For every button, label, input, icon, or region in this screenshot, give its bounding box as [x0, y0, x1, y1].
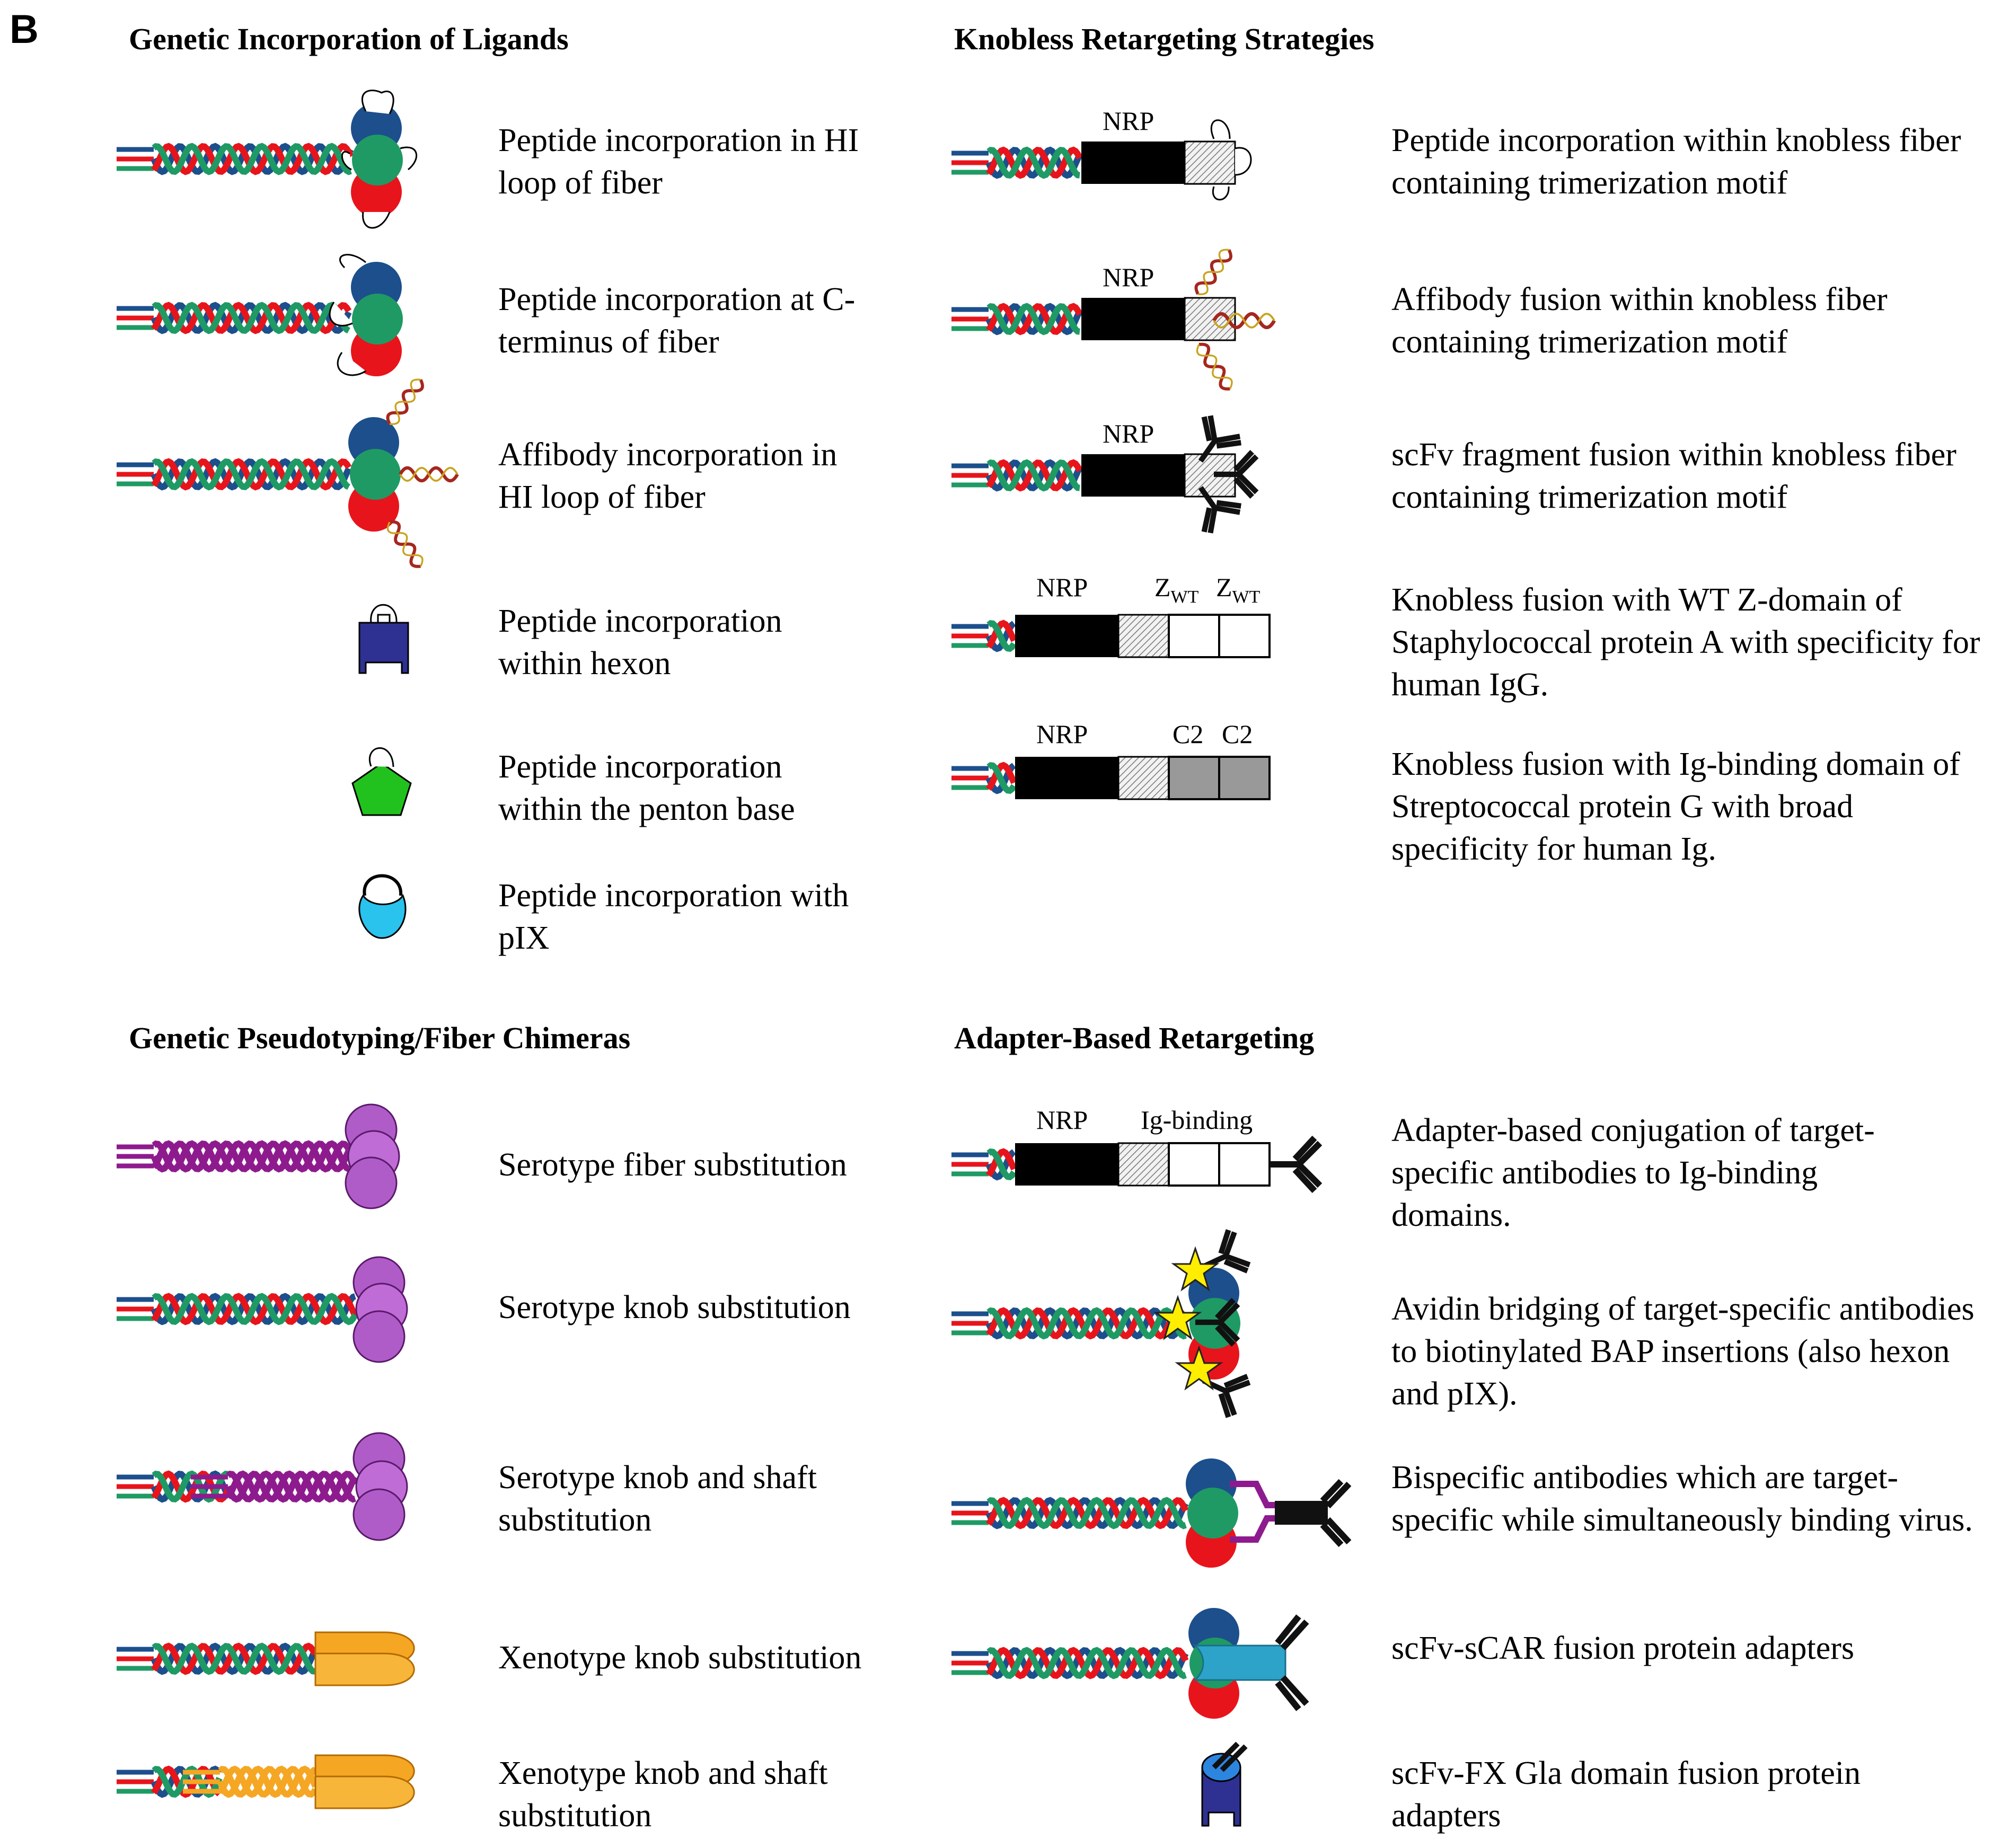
fiber-helix [986, 1497, 1189, 1529]
nrp-label: NRP [1103, 106, 1154, 136]
fiber-helix [218, 1765, 318, 1798]
desc-adapter-conjugation: Adapter-based conjugation of target-spec… [1391, 1112, 1875, 1233]
desc-xenotype-knob-shaft: Xenotype knob and shaft substitution [498, 1755, 828, 1834]
nrp-label: NRP [1103, 419, 1154, 448]
desc-knobless-affibody: Affibody fusion within knobless fiber co… [1391, 281, 1888, 360]
xenotype-knob-shaft [314, 1754, 415, 1809]
section-title-genetic: Genetic Incorporation of Ligands [129, 22, 569, 56]
fiber-helix [986, 1647, 1189, 1679]
knob-c-terminus [329, 254, 403, 376]
fiber-helix [152, 302, 350, 334]
c2-label: C2 [1173, 719, 1203, 749]
desc-peptide-hi-loop: Peptide incorporation in HI loop of fibe… [498, 122, 859, 201]
fiber-helix [152, 1470, 228, 1503]
desc-scfv-scar: scFv-sCAR fusion protein adapters [1391, 1630, 1855, 1666]
adapter-ig-binding-construct: NRP Ig-binding [1015, 1105, 1320, 1191]
c2-label: C2 [1222, 719, 1253, 749]
fiber-helix [151, 1642, 318, 1675]
knobless-affibody-construct: NRP [1081, 246, 1274, 392]
fiber-helix [986, 459, 1080, 492]
section-title-pseudotyping: Genetic Pseudotyping/Fiber Chimeras [129, 1021, 631, 1055]
panel-letter: B [10, 7, 39, 52]
nrp-label: NRP [1036, 572, 1088, 602]
pix-icon [358, 874, 407, 939]
fiber-helix [986, 1148, 1017, 1181]
bispecific-antibody-knob [1186, 1458, 1352, 1568]
nrp-label: NRP [1036, 1105, 1088, 1135]
z-domain-label: ZWT [1154, 572, 1199, 607]
nrp-label: NRP [1036, 719, 1088, 749]
serotype-knob [352, 1256, 408, 1363]
fiber-helix [226, 1470, 356, 1503]
serotype-knob-shaft [352, 1432, 408, 1541]
fiber-helix [986, 620, 1017, 652]
fiber-helix [986, 303, 1080, 335]
desc-bispecific: Bispecific antibodies which are target-s… [1391, 1460, 1973, 1538]
knobless-z-domain-construct: NRP ZWT ZWT [1015, 572, 1271, 658]
desc-peptide-c-terminus: Peptide incorporation at C-terminus of f… [498, 281, 856, 360]
fiber-shafts [117, 143, 1189, 1798]
fiber-helix [986, 620, 1017, 649]
desc-serotype-knob-shaft: Serotype knob and shaft substitution [498, 1460, 817, 1538]
fiber-helix [986, 1307, 1187, 1340]
desc-serotype-knob: Serotype knob substitution [498, 1289, 851, 1325]
fiber-helix [986, 762, 1017, 794]
fiber-helix [152, 458, 350, 491]
desc-xenotype-knob: Xenotype knob substitution [498, 1640, 862, 1676]
desc-knobless-protein-g: Knobless fusion with Ig-binding domain o… [1391, 746, 1960, 867]
desc-avidin-bridging: Avidin bridging of target-specific antib… [1391, 1291, 1975, 1412]
knobless-peptide-construct: NRP [1081, 106, 1252, 201]
nrp-label: NRP [1103, 262, 1154, 292]
scfv-fx-gla-icon [1201, 1741, 1248, 1827]
fiber-helix [225, 1470, 358, 1503]
desc-peptide-pix: Peptide incorporation with pIX [498, 878, 849, 956]
knob-hi-loop [341, 90, 418, 229]
fiber-helix [986, 1148, 1017, 1178]
serotype-fiber-knob [345, 1103, 400, 1209]
section-title-adapter: Adapter-Based Retargeting [954, 1021, 1315, 1055]
desc-knobless-peptide: Peptide incorporation within knobless fi… [1391, 122, 1961, 201]
fiber-helix [986, 1497, 1187, 1529]
fiber-helix [151, 143, 354, 175]
fiber-helix [986, 146, 1080, 179]
knob-affibody [348, 376, 457, 570]
fiber-helix [986, 762, 1017, 791]
hexon-icon [358, 604, 409, 674]
avidin-bridging-knob [1155, 1228, 1251, 1419]
fiber-helix [152, 143, 352, 175]
scfv-scar-knob [1188, 1608, 1309, 1719]
fiber-helix [152, 1642, 315, 1675]
fiber-helix [152, 1293, 358, 1325]
ig-binding-label: Ig-binding [1141, 1105, 1253, 1135]
desc-peptide-penton-base: Peptide incorporation within the penton … [498, 749, 795, 827]
fiber-helix [152, 1140, 350, 1173]
desc-knobless-z-domain: Knobless fusion with WT Z-domain of Stap… [1391, 582, 1980, 703]
desc-serotype-fiber: Serotype fiber substitution [498, 1147, 847, 1183]
desc-scfv-fx-gla: scFv-FX Gla domain fusion protein adapte… [1391, 1755, 1861, 1834]
penton-base-icon [351, 747, 412, 816]
desc-peptide-hexon: Peptide incorporation within hexon [498, 603, 782, 682]
z-domain-label: ZWT [1216, 572, 1261, 607]
knobless-protein-g-construct: NRP C2 C2 [1015, 719, 1271, 800]
section-title-knobless: Knobless Retargeting Strategies [954, 22, 1374, 56]
fiber-helix [986, 1307, 1189, 1340]
fiber-helix [986, 1647, 1187, 1679]
xenotype-knob [314, 1631, 415, 1686]
desc-affibody-hi-loop: Affibody incorporation in HI loop of fib… [498, 437, 838, 515]
desc-knobless-scfv: scFv fragment fusion within knobless fib… [1391, 437, 1956, 515]
knobless-scfv-construct: NRP [1081, 413, 1257, 535]
